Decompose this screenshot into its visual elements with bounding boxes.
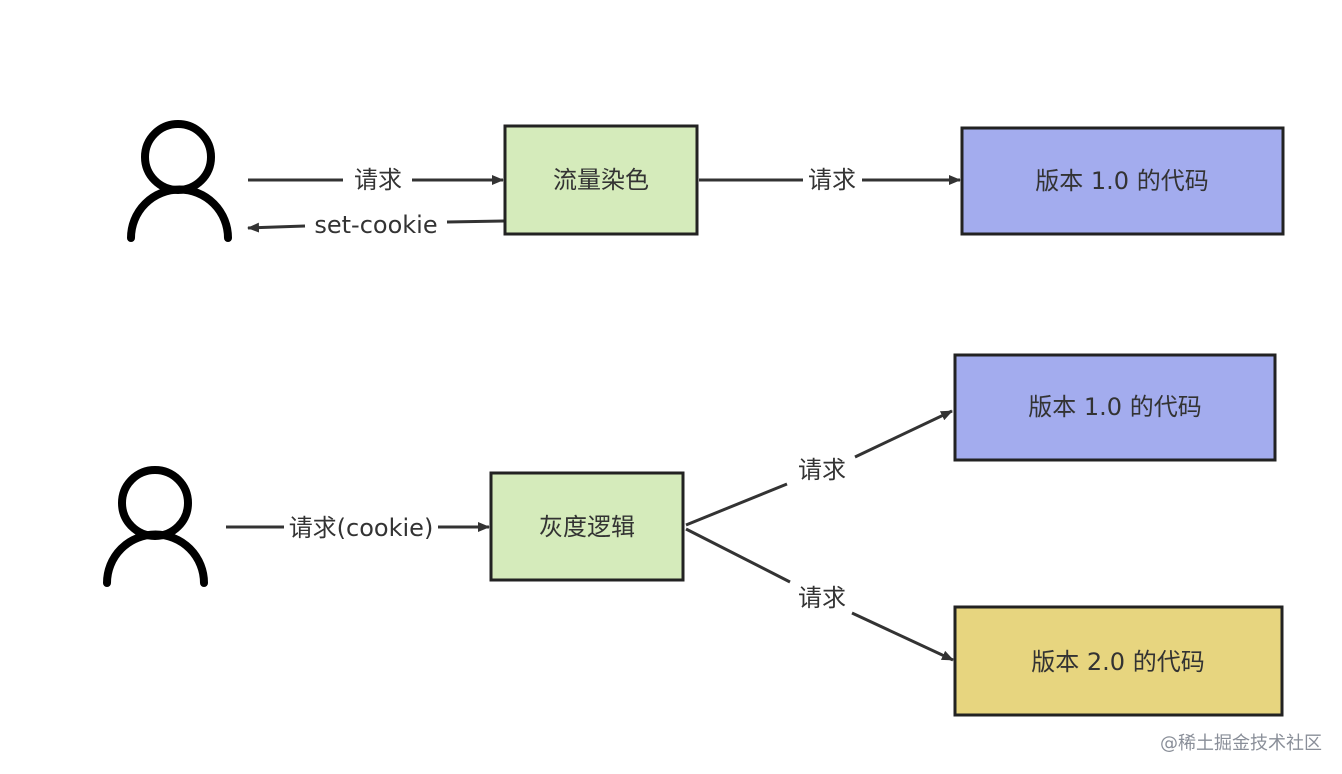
node-version-1-top-label: 版本 1.0 的代码 bbox=[1035, 167, 1208, 195]
node-gray-logic-rect bbox=[489, 471, 685, 582]
node-version-2-rect bbox=[953, 605, 1284, 717]
node-gray-logic-label: 灰度逻辑 bbox=[539, 513, 635, 541]
edge-user1-to-dye: 请求 bbox=[248, 166, 504, 194]
edge-label-set-cookie: set-cookie bbox=[314, 211, 437, 239]
edge-label-request-3: 请求 bbox=[798, 456, 846, 484]
edge-label-request-cookie: 请求(cookie) bbox=[289, 514, 434, 542]
node-version-1-bottom-rect bbox=[953, 353, 1277, 462]
node-version-1-top: 版本 1.0 的代码 bbox=[960, 126, 1285, 236]
node-version-2-label: 版本 2.0 的代码 bbox=[1031, 648, 1204, 676]
node-traffic-dye-label: 流量染色 bbox=[553, 166, 649, 194]
node-traffic-dye-rect bbox=[503, 124, 699, 236]
node-version-1-top-rect bbox=[960, 126, 1285, 236]
node-version-2: 版本 2.0 的代码 bbox=[953, 605, 1284, 717]
node-gray-logic: 灰度逻辑 bbox=[489, 471, 685, 582]
watermark-text: @稀土掘金技术社区 bbox=[1160, 733, 1322, 754]
edge-gray-to-v2: 请求 bbox=[685, 527, 954, 662]
node-version-1-bottom-label: 版本 1.0 的代码 bbox=[1028, 393, 1201, 421]
user-icon-bottom bbox=[103, 466, 208, 587]
edge-dye-to-user1: set-cookie bbox=[247, 211, 505, 239]
node-traffic-dye: 流量染色 bbox=[503, 124, 699, 236]
edge-gray-to-v1: 请求 bbox=[685, 409, 953, 527]
edge-label-request-4: 请求 bbox=[798, 584, 846, 612]
user-icon-top bbox=[127, 120, 232, 242]
edge-dye-to-v1: 请求 bbox=[699, 166, 961, 194]
edge-label-request-1: 请求 bbox=[354, 166, 402, 194]
edge-label-request-2: 请求 bbox=[808, 166, 856, 194]
edge-user2-to-gray: 请求(cookie) bbox=[226, 514, 490, 542]
node-version-1-bottom: 版本 1.0 的代码 bbox=[953, 353, 1277, 462]
